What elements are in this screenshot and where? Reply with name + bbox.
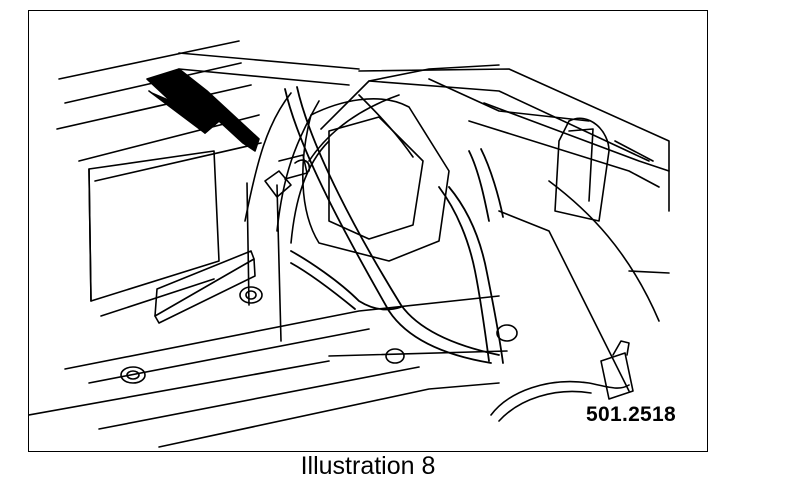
b-pillar <box>244 64 500 244</box>
seat-latch <box>554 117 654 222</box>
floor-sill <box>29 250 508 448</box>
right-panel <box>358 68 670 392</box>
vehicle-interior-drawing <box>29 40 670 448</box>
wiring-harness <box>284 86 504 364</box>
reference-number: 501.2518 <box>586 403 676 426</box>
leader-line <box>246 182 282 342</box>
mounting-holes <box>120 286 518 384</box>
connector-clip <box>264 154 311 198</box>
upper-trim-panels <box>56 40 360 182</box>
illustration-caption: Illustration 8 <box>300 452 436 480</box>
seat-back <box>302 94 450 262</box>
left-side-panel <box>88 150 220 317</box>
illustration-frame: 501.2518 <box>28 10 708 452</box>
connector-wire <box>490 340 634 422</box>
